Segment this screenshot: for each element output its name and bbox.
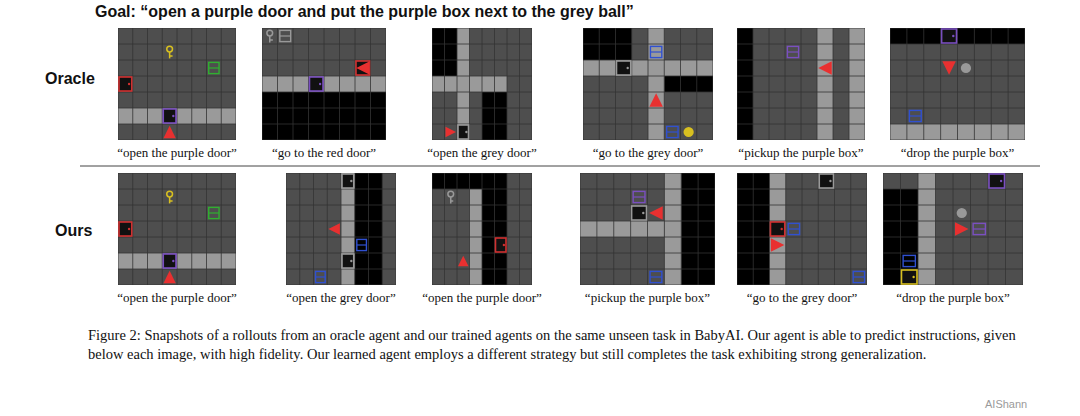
watermark: AIShann [985,398,1027,410]
gridworld-image [883,173,1023,285]
gridworld-image [262,28,386,140]
snapshot-panel: “open the purple door” [432,173,532,285]
snapshot-panel: “pickup the purple box” [580,173,715,285]
instruction-caption: “go to the grey door” [593,145,703,161]
gridworld-image [737,28,865,140]
instruction-caption: “drop the purple box” [896,290,1010,306]
gridworld-image [890,28,1025,140]
snapshot-panel: “drop the purple box” [883,173,1023,285]
snapshot-panel: “go to the red door” [262,28,386,140]
snapshot-panel: “open the grey door” [286,173,396,285]
instruction-caption: “pickup the purple box” [738,145,863,161]
gridworld-image [580,173,715,285]
goal-title: Goal: “open a purple door and put the pu… [95,3,634,21]
instruction-caption: “open the grey door” [427,145,536,161]
instruction-caption: “pickup the purple box” [585,290,710,306]
snapshot-panel: “go to the grey door” [737,173,867,285]
gridworld-image [583,28,713,140]
instruction-caption: “drop the purple box” [901,145,1015,161]
instruction-caption: “go to the red door” [272,145,376,161]
gridworld-image [286,173,396,285]
gridworld-image [118,28,236,140]
snapshot-panel: “open the grey door” [432,28,532,140]
snapshot-panel: “pickup the purple box” [737,28,865,140]
gridworld-image [737,173,867,285]
instruction-caption: “open the purple door” [422,290,541,306]
figure-caption: Figure 2: Snapshots of a rollouts from a… [88,326,1043,364]
snapshot-panel: “go to the grey door” [583,28,713,140]
row-label: Oracle [45,70,95,88]
snapshot-panel: “drop the purple box” [890,28,1025,140]
gridworld-image [432,28,532,140]
gridworld-image [432,173,532,285]
snapshot-panel: “open the purple door” [118,28,236,140]
instruction-caption: “go to the grey door” [747,290,857,306]
instruction-caption: “open the purple door” [117,290,236,306]
snapshot-panel: “open the purple door” [118,173,236,285]
row-label: Ours [55,222,92,240]
instruction-caption: “open the grey door” [286,290,395,306]
row-divider [80,166,1040,167]
gridworld-image [118,173,236,285]
instruction-caption: “open the purple door” [117,145,236,161]
